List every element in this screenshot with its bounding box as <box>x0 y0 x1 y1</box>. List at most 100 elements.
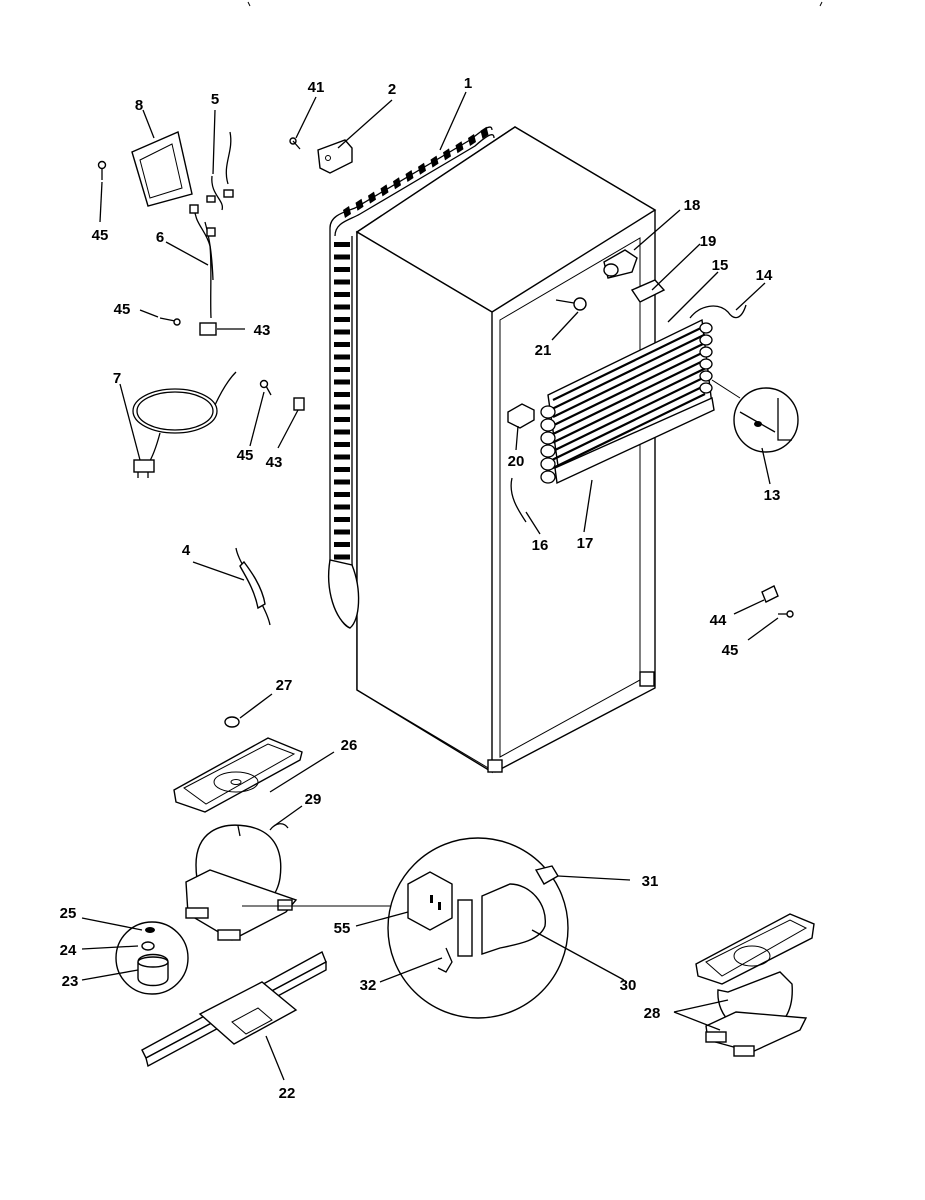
evaporator-fin <box>552 325 706 401</box>
tube-bend <box>540 418 556 432</box>
evaporator-fin <box>552 350 706 427</box>
tube-bend <box>540 470 556 484</box>
callout-18: 18 <box>684 197 701 214</box>
evaporator-fin <box>552 359 706 435</box>
part-26-drain-pan <box>173 737 303 813</box>
callout-17: 17 <box>577 535 594 552</box>
tube-bend <box>699 358 713 370</box>
coil-fin <box>334 367 350 372</box>
refrigerator-cabinet <box>355 126 657 774</box>
coil-fin <box>334 417 350 422</box>
coil-fin <box>343 206 351 218</box>
callout-6: 6 <box>156 229 164 246</box>
tube-bend <box>699 322 713 334</box>
part-14-tube <box>689 304 747 319</box>
coil-fin <box>334 442 350 447</box>
callout-13: 13 <box>764 487 781 504</box>
coil-fin <box>334 354 350 360</box>
evaporator-fin <box>552 384 706 461</box>
coil-fin <box>334 529 350 535</box>
coil-fin <box>443 148 451 161</box>
callout-23: 23 <box>62 973 79 990</box>
part-20-block <box>507 403 535 429</box>
callout-31: 31 <box>642 873 659 890</box>
coil-fin <box>334 292 350 297</box>
callout-15: 15 <box>712 257 729 274</box>
tube-bend <box>540 444 556 458</box>
coil-fin <box>334 304 350 310</box>
callout-43-b: 43 <box>266 454 283 471</box>
coil-fin <box>334 554 350 560</box>
part-44-clip <box>761 585 779 603</box>
part-41-screw <box>289 137 301 150</box>
tube-bend <box>540 405 556 419</box>
electrical-detail-circle <box>387 837 569 1019</box>
grommet-detail-circle <box>115 921 189 995</box>
part-29-compressor <box>185 823 298 941</box>
part-45-screw-d <box>778 610 794 618</box>
part-13-detail <box>711 379 799 453</box>
callout-41: 41 <box>308 79 325 96</box>
evaporator-fin <box>552 342 706 418</box>
part-22-base-rail <box>141 951 327 1068</box>
coil-fin <box>334 492 350 497</box>
tube-bend <box>699 346 713 358</box>
tube-bend <box>699 370 713 382</box>
part-7-power-cord <box>132 371 237 478</box>
part-16-tube <box>510 477 527 523</box>
part-27-grommet <box>224 716 240 728</box>
callout-25: 25 <box>60 905 77 922</box>
tube-bend <box>699 382 713 394</box>
coil-fin <box>334 392 350 397</box>
callout-19: 19 <box>700 233 717 250</box>
part-45-screw-a <box>97 160 107 180</box>
callout-45-a: 45 <box>92 227 109 244</box>
callout-8: 8 <box>135 97 143 114</box>
callout-43-a: 43 <box>254 322 271 339</box>
tube-bend <box>699 334 713 346</box>
callout-27: 27 <box>276 677 293 694</box>
part-28-compressor-assembly <box>695 913 815 1057</box>
coil-fin <box>405 170 414 182</box>
part-2-bracket <box>317 139 353 174</box>
coil-fin <box>334 342 350 347</box>
part-4-tube <box>235 547 271 626</box>
coil-fin <box>334 517 350 522</box>
coil-fin <box>334 404 350 410</box>
callout-21: 21 <box>535 342 552 359</box>
callout-32: 32 <box>360 977 377 994</box>
coil-fin <box>418 162 426 175</box>
callout-5: 5 <box>211 91 219 108</box>
coil-fin <box>334 454 350 460</box>
coil-fin <box>393 177 401 190</box>
callout-30: 30 <box>620 977 637 994</box>
coil-fin <box>380 184 389 197</box>
coil-fin <box>334 504 350 510</box>
callout-29: 29 <box>305 791 322 808</box>
callout-45-c: 45 <box>237 447 254 464</box>
part-43-clip <box>293 397 305 411</box>
callout-44: 44 <box>710 612 727 629</box>
callout-4: 4 <box>182 542 191 559</box>
tube-bend <box>540 431 556 445</box>
coil-fin <box>480 126 489 139</box>
callout-14: 14 <box>756 267 773 284</box>
callout-labels: 1 2 41 5 8 45 6 45 43 7 45 43 18 19 15 1… <box>60 75 781 1102</box>
part-45-screw-b <box>159 317 181 326</box>
callout-2: 2 <box>388 81 396 98</box>
evaporator-fin <box>552 376 706 452</box>
coil-fin <box>468 134 476 146</box>
evaporator-fin <box>552 333 706 410</box>
condenser-coil <box>328 126 495 629</box>
callout-55: 55 <box>334 920 351 937</box>
coil-fin <box>430 155 439 168</box>
coil-fin <box>355 198 364 211</box>
coil-fin <box>334 242 350 247</box>
callout-16: 16 <box>532 537 549 554</box>
callout-7: 7 <box>113 370 121 387</box>
evaporator-fin <box>552 393 706 469</box>
callout-45-d: 45 <box>722 642 739 659</box>
coil-fin <box>455 141 464 154</box>
tube-bend <box>540 457 556 471</box>
